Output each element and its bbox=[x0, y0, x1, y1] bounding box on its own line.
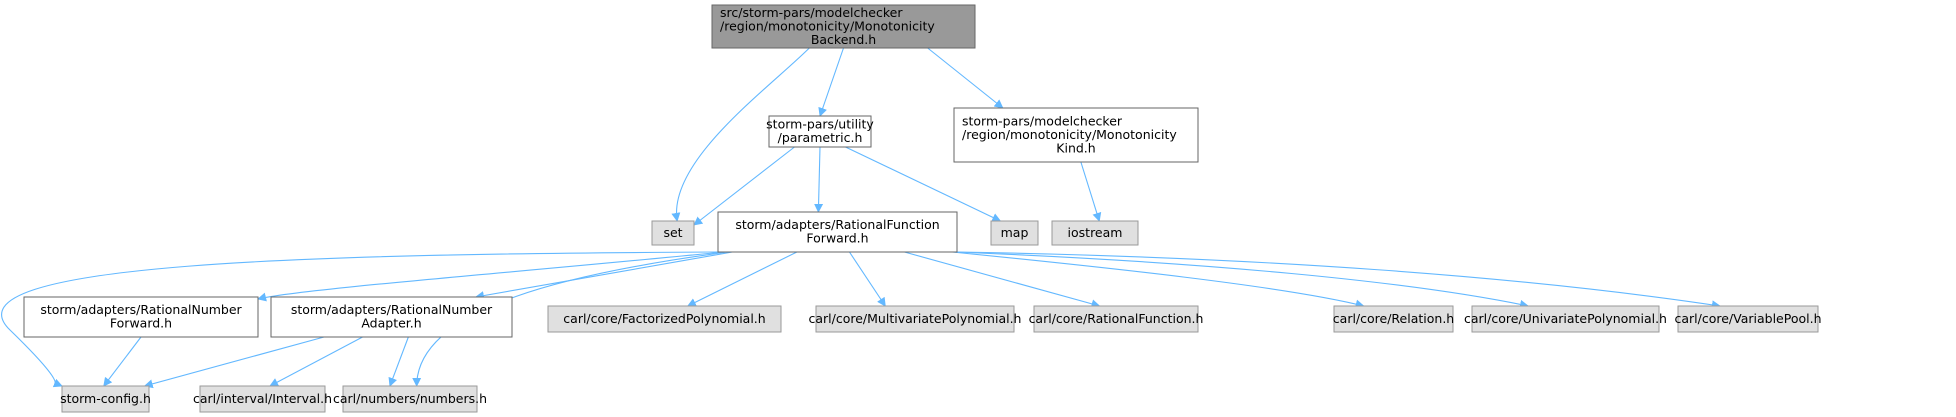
node-label: storm-pars/modelchecker bbox=[962, 113, 1123, 128]
node-monokind[interactable]: storm-pars/modelchecker/region/monotonic… bbox=[953, 107, 1199, 163]
node-iostream: iostream bbox=[1051, 220, 1139, 246]
edge-rff-to-ratfunc bbox=[904, 251, 1101, 309]
node-label: carl/core/VariablePool.h bbox=[1674, 311, 1821, 326]
node-label: iostream bbox=[1068, 225, 1123, 240]
node-map: map bbox=[990, 220, 1039, 246]
node-label: storm/adapters/RationalFunction bbox=[735, 217, 939, 232]
edge-rna-to-interval bbox=[269, 336, 363, 387]
node-factpoly: carl/core/FactorizedPolynomial.h bbox=[547, 305, 782, 333]
edge-rff-to-factpoly bbox=[686, 251, 798, 307]
node-label: Forward.h bbox=[806, 231, 868, 246]
node-label: Backend.h bbox=[811, 32, 876, 47]
node-numbers: carl/numbers/numbers.h bbox=[333, 385, 487, 413]
node-label: set bbox=[663, 225, 682, 240]
edge-layer bbox=[1, 47, 1721, 389]
node-label: carl/core/MultivariatePolynomial.h bbox=[809, 311, 1022, 326]
node-label: storm/adapters/RationalNumber bbox=[40, 302, 242, 317]
node-root[interactable]: src/storm-pars/modelchecker/region/monot… bbox=[711, 4, 976, 49]
node-label: storm-config.h bbox=[60, 391, 151, 406]
node-label: map bbox=[1001, 225, 1029, 240]
edge-rff-to-varpool bbox=[956, 251, 1721, 310]
node-label: carl/numbers/numbers.h bbox=[333, 391, 487, 406]
node-box bbox=[651, 220, 695, 246]
node-box bbox=[342, 385, 478, 413]
edge-monokind-to-iostream bbox=[1080, 161, 1102, 222]
node-label: src/storm-pars/modelchecker bbox=[720, 5, 903, 20]
edge-root-to-set bbox=[671, 47, 810, 222]
node-box bbox=[1051, 220, 1139, 246]
node-stormconfig: storm-config.h bbox=[60, 385, 151, 413]
node-box bbox=[768, 115, 872, 148]
node-label: /region/monotonicity/Monotonicity bbox=[720, 18, 935, 33]
node-interval: carl/interval/Interval.h bbox=[193, 385, 332, 413]
edge-rff-to-multipoly bbox=[848, 251, 886, 307]
node-box bbox=[1333, 305, 1454, 333]
edge-parametric-to-set bbox=[693, 146, 795, 226]
node-box bbox=[1471, 305, 1660, 333]
node-label: /parametric.h bbox=[778, 130, 863, 145]
edge-rff-to-relation bbox=[952, 251, 1365, 309]
node-parametric[interactable]: storm-pars/utility/parametric.h bbox=[766, 115, 874, 148]
node-relation: carl/core/Relation.h bbox=[1333, 305, 1454, 333]
node-box bbox=[199, 385, 326, 413]
node-box bbox=[815, 305, 1015, 333]
node-unipoly: carl/core/UnivariatePolynomial.h bbox=[1464, 305, 1667, 333]
edge-root-to-monokind bbox=[927, 47, 1004, 109]
node-label: carl/core/UnivariatePolynomial.h bbox=[1464, 311, 1667, 326]
edge-rna-to-numbers bbox=[388, 336, 409, 387]
node-label: /region/monotonicity/Monotonicity bbox=[962, 127, 1177, 142]
node-label: Kind.h bbox=[1056, 140, 1095, 155]
node-ratfunc: carl/core/RationalFunction.h bbox=[1029, 305, 1204, 333]
node-label: Adapter.h bbox=[361, 316, 421, 331]
edge-parametric-to-rff bbox=[814, 146, 824, 213]
node-layer: src/storm-pars/modelchecker/region/monot… bbox=[23, 4, 1822, 413]
edge-rff-to-stormconfig bbox=[1, 251, 719, 388]
node-label: carl/core/FactorizedPolynomial.h bbox=[563, 311, 765, 326]
node-label: carl/interval/Interval.h bbox=[193, 391, 332, 406]
edge-rna-to-stormconfig bbox=[143, 336, 325, 389]
node-varpool: carl/core/VariablePool.h bbox=[1674, 305, 1822, 333]
node-label: storm/adapters/RationalNumber bbox=[291, 302, 493, 317]
edge-root-to-parametric bbox=[818, 47, 845, 117]
edge-rff-to-numbers bbox=[412, 251, 728, 387]
node-label: carl/core/Relation.h bbox=[1333, 311, 1454, 326]
node-box bbox=[953, 107, 1199, 163]
node-label: Forward.h bbox=[110, 316, 172, 331]
edge-rff-to-rna bbox=[474, 251, 733, 301]
node-box bbox=[990, 220, 1039, 246]
node-box bbox=[1033, 305, 1199, 333]
edge-rnf-to-stormconfig bbox=[103, 336, 142, 387]
node-box bbox=[717, 211, 958, 253]
node-box bbox=[547, 305, 782, 333]
node-box bbox=[711, 4, 976, 49]
node-box bbox=[270, 296, 513, 338]
node-label: carl/core/RationalFunction.h bbox=[1029, 311, 1204, 326]
edge-rff-to-unipoly bbox=[954, 251, 1529, 309]
edge-rff-to-rnf bbox=[257, 251, 723, 302]
node-label: storm-pars/utility bbox=[766, 117, 874, 132]
edge-parametric-to-map bbox=[845, 146, 1002, 222]
node-box bbox=[61, 385, 150, 413]
node-set: set bbox=[651, 220, 695, 246]
node-multipoly: carl/core/MultivariatePolynomial.h bbox=[809, 305, 1022, 333]
node-box bbox=[1677, 305, 1819, 333]
node-box bbox=[23, 296, 259, 338]
